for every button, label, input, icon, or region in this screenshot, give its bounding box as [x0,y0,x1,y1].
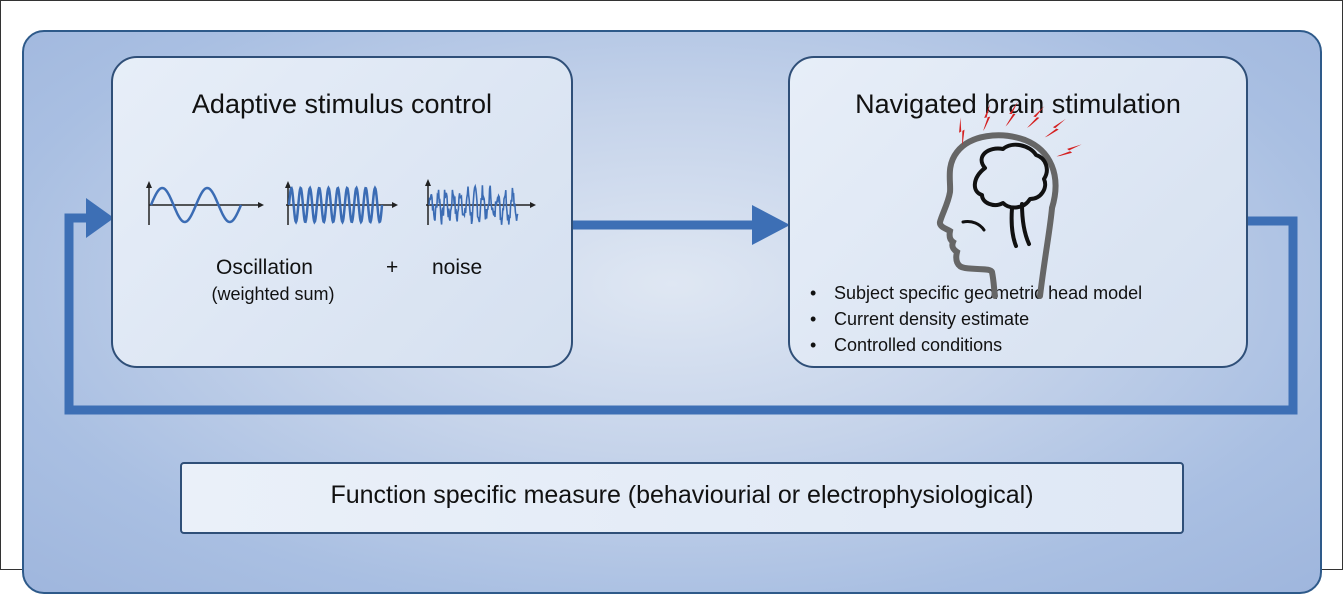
lightning-bolt-icon [959,117,965,146]
feature-list-item: •Controlled conditions [810,335,1003,355]
lightning-bolt-icon [1056,144,1082,157]
adaptive-stimulus-box: Adaptive stimulus control [111,56,573,368]
navigated-stimulation-title: Navigated brain stimulation [855,89,1181,119]
feature-list-item: •Subject specific geometric head model [810,283,1143,303]
head-brain-icon [936,132,1059,299]
oscillation-label: Oscillation [216,256,313,279]
forward-arrow-head [752,205,790,245]
lightning-bolt-icon [1005,101,1018,127]
feature-list-item: •Current density estimate [810,309,1030,329]
function-measure-text: Function specific measure (behaviourial … [330,481,1034,509]
feature-list: •Subject specific geometric head model •… [810,280,1142,358]
navigated-stimulation-box: Navigated brain stimulation •Subject spe… [788,56,1248,368]
lightning-bolt-icon [983,103,991,131]
adaptive-stimulus-title: Adaptive stimulus control [191,89,493,119]
feedback-loop-arrows [64,198,1298,415]
left-box-labels: Oscillation + noise (weighted sum) [111,56,569,364]
fast-oscillation-icon [285,181,398,225]
plus-label: + [386,256,399,279]
lightning-bolt-icon [1027,106,1045,128]
function-measure-box: Function specific measure (behaviourial … [180,462,1184,534]
lightning-bolt-icon [1044,118,1066,138]
feedback-loop-line [64,213,1298,415]
feedback-arrow-head [86,198,114,238]
sine-wave-icon [146,181,264,225]
waveforms [146,101,1082,299]
lightning-bolts [959,101,1082,157]
noise-label: noise [432,256,483,279]
weighted-sum-label: (weighted sum) [211,284,335,304]
noise-signal-icon [425,179,536,225]
